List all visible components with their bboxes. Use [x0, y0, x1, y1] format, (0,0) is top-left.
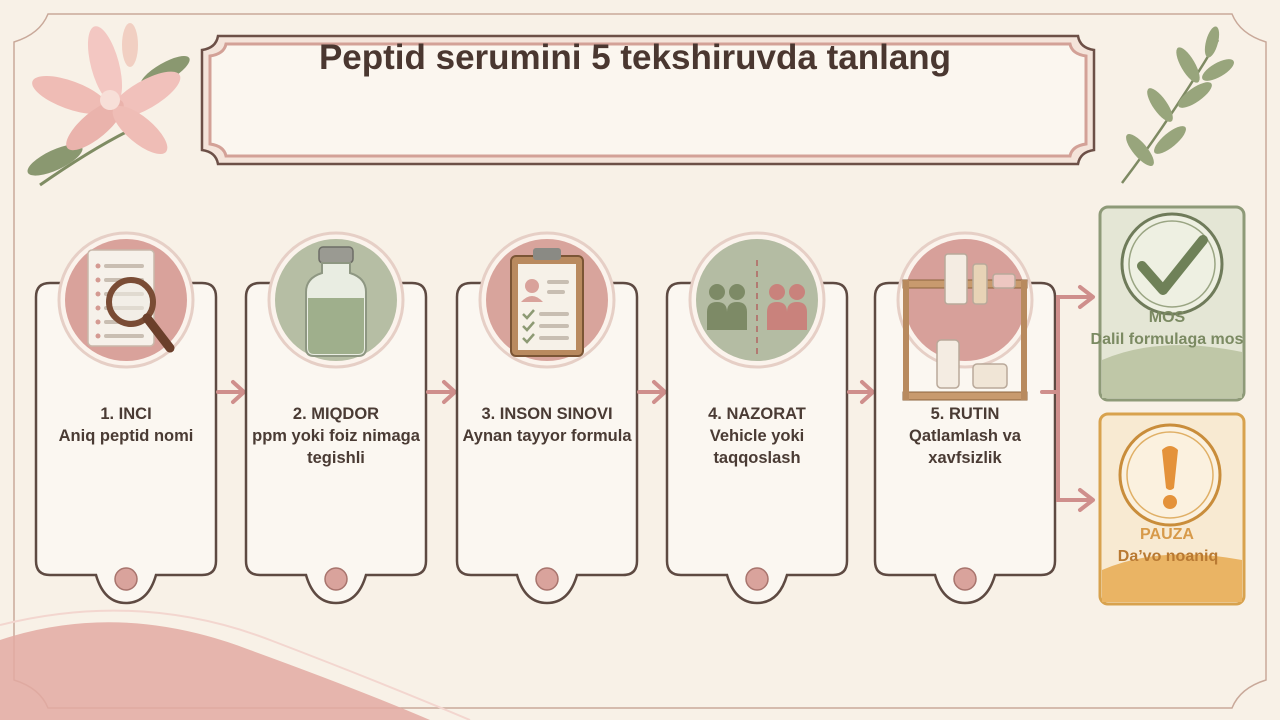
outcome-pass-subtitle: Dalil formulaga mos — [1090, 331, 1244, 348]
corner-wave — [0, 622, 430, 720]
outcome-pause-title: PAUZA — [1140, 526, 1194, 543]
step-label: 2. MIQDOR — [292, 405, 380, 423]
step-description-line: tegishli — [307, 449, 365, 467]
step-card-4 — [665, 231, 849, 605]
outcome-pause-subtitle: Da’vo noaniq — [1117, 548, 1219, 565]
step-description-line: Aynan tayyor formula — [462, 427, 632, 445]
step-description-line: Aniq peptid nomi — [58, 427, 194, 445]
comparison-groups-icon — [707, 260, 807, 358]
step-text-3: 3. INSON SINOVI Aynan tayyor formula — [437, 403, 657, 447]
branch-arrows — [1040, 285, 1095, 512]
step-description-line: Qatlamlash va — [909, 427, 1021, 445]
step-description-line: Vehicle yoki — [709, 427, 805, 445]
step-card-2 — [244, 231, 428, 605]
lily-flower-icon — [27, 23, 190, 187]
flow-arrow — [847, 380, 875, 404]
exclamation-icon — [1162, 446, 1178, 509]
flow-arrow — [426, 380, 457, 404]
flow-arrow — [216, 380, 246, 404]
step-label: 3. INSON SINOVI — [481, 405, 613, 423]
step-text-2: 2. MIQDOR ppm yoki foiz nimaga tegishli — [226, 403, 446, 469]
step-label: 4. NAZORAT — [708, 405, 806, 423]
title-banner — [200, 34, 1096, 166]
outcome-pass-card — [1098, 205, 1246, 402]
serum-vial-icon — [305, 246, 367, 357]
outcome-pause-card — [1098, 412, 1246, 606]
page-title: Peptid serumini 5 tekshiruvda tanlang — [318, 38, 952, 77]
page-frame — [13, 13, 1267, 709]
flow-arrow — [637, 380, 667, 404]
step-description-line: ppm yoki foiz nimaga — [252, 427, 420, 445]
skincare-shelf-icon — [902, 253, 1028, 401]
leaf-branch-icon — [1121, 26, 1234, 184]
step-description-line: taqqoslash — [713, 449, 801, 467]
step-description-line: xavfsizlik — [928, 449, 1002, 467]
step-label: 1. INCI — [100, 405, 152, 423]
step-text-5: 5. RUTIN Qatlamlash va xavfsizlik — [855, 403, 1075, 469]
step-label: 5. RUTIN — [930, 405, 1000, 423]
step-text-1: 1. INCI Aniq peptid nomi — [16, 403, 236, 447]
step-card-1 — [34, 231, 218, 605]
step-card-3 — [455, 231, 639, 605]
outcome-pass-title: MOS — [1148, 309, 1186, 326]
checkmark-icon — [1137, 235, 1208, 295]
step-text-4: 4. NAZORAT Vehicle yoki taqqoslash — [647, 403, 867, 469]
magnifier-document-icon — [87, 249, 175, 353]
clipboard-checklist-icon — [510, 248, 584, 357]
step-card-5 — [873, 231, 1057, 605]
